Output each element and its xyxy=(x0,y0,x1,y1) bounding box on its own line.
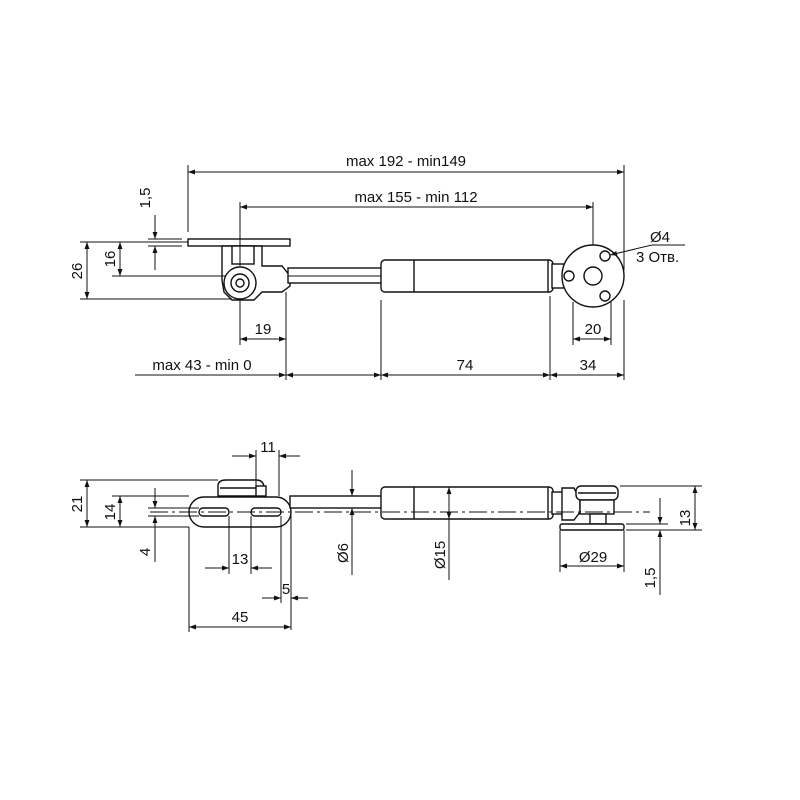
top-roller-core xyxy=(235,278,245,288)
dim-body-length: 74 xyxy=(457,357,474,374)
dim-height-16: 16 xyxy=(102,251,119,268)
top-hole-3 xyxy=(599,290,611,302)
bottom-end-stem xyxy=(589,513,607,525)
top-roller-inner xyxy=(230,273,250,293)
dim-11: 11 xyxy=(260,439,276,456)
top-hole-1 xyxy=(563,270,575,282)
dim-end-length: 34 xyxy=(580,357,597,374)
dim-range-left: max 43 - min 0 xyxy=(152,357,251,374)
bottom-view: 11 21 14 4 13 5 45 Ø6 xyxy=(69,439,702,632)
dim-body-diameter: Ø15 xyxy=(432,541,449,569)
dim-19: 19 xyxy=(255,321,272,338)
dim-13-right: 13 xyxy=(677,510,694,527)
dim-13-left: 13 xyxy=(232,551,249,568)
dim-45: 45 xyxy=(232,609,249,626)
bottom-bracket-ring xyxy=(255,485,267,497)
dim-rod-diameter: Ø6 xyxy=(335,543,352,563)
dim-plate-thickness: 1,5 xyxy=(137,188,154,209)
dim-20: 20 xyxy=(585,321,602,338)
dim-5: 5 xyxy=(282,581,290,598)
dim-overall-length: max 192 - min149 xyxy=(346,153,466,170)
bottom-flange xyxy=(559,523,625,531)
dim-4: 4 xyxy=(137,548,154,556)
hole-count: 3 Отв. xyxy=(636,249,679,266)
bottom-rod xyxy=(289,495,383,509)
dim-21: 21 xyxy=(69,496,86,513)
hole-diameter: Ø4 xyxy=(650,229,670,246)
dim-flange-diameter: Ø29 xyxy=(579,549,607,566)
top-gas-spring xyxy=(187,238,625,308)
bottom-gas-spring xyxy=(188,479,625,531)
top-bracket-body xyxy=(231,245,255,265)
dim-1-5-right: 1,5 xyxy=(642,568,659,589)
leader-line xyxy=(609,244,653,256)
top-view: max 192 - min149 max 155 - min 112 1,5 2… xyxy=(69,153,685,380)
top-mounting-plate xyxy=(187,238,291,247)
bottom-cylinder xyxy=(380,486,554,520)
dim-height-26: 26 xyxy=(69,263,86,280)
dim-stroke-length: max 155 - min 112 xyxy=(354,189,477,206)
top-cylinder xyxy=(380,259,554,293)
dim-14: 14 xyxy=(102,504,119,521)
top-end-hub xyxy=(583,266,603,286)
top-hole-2 xyxy=(599,250,611,262)
